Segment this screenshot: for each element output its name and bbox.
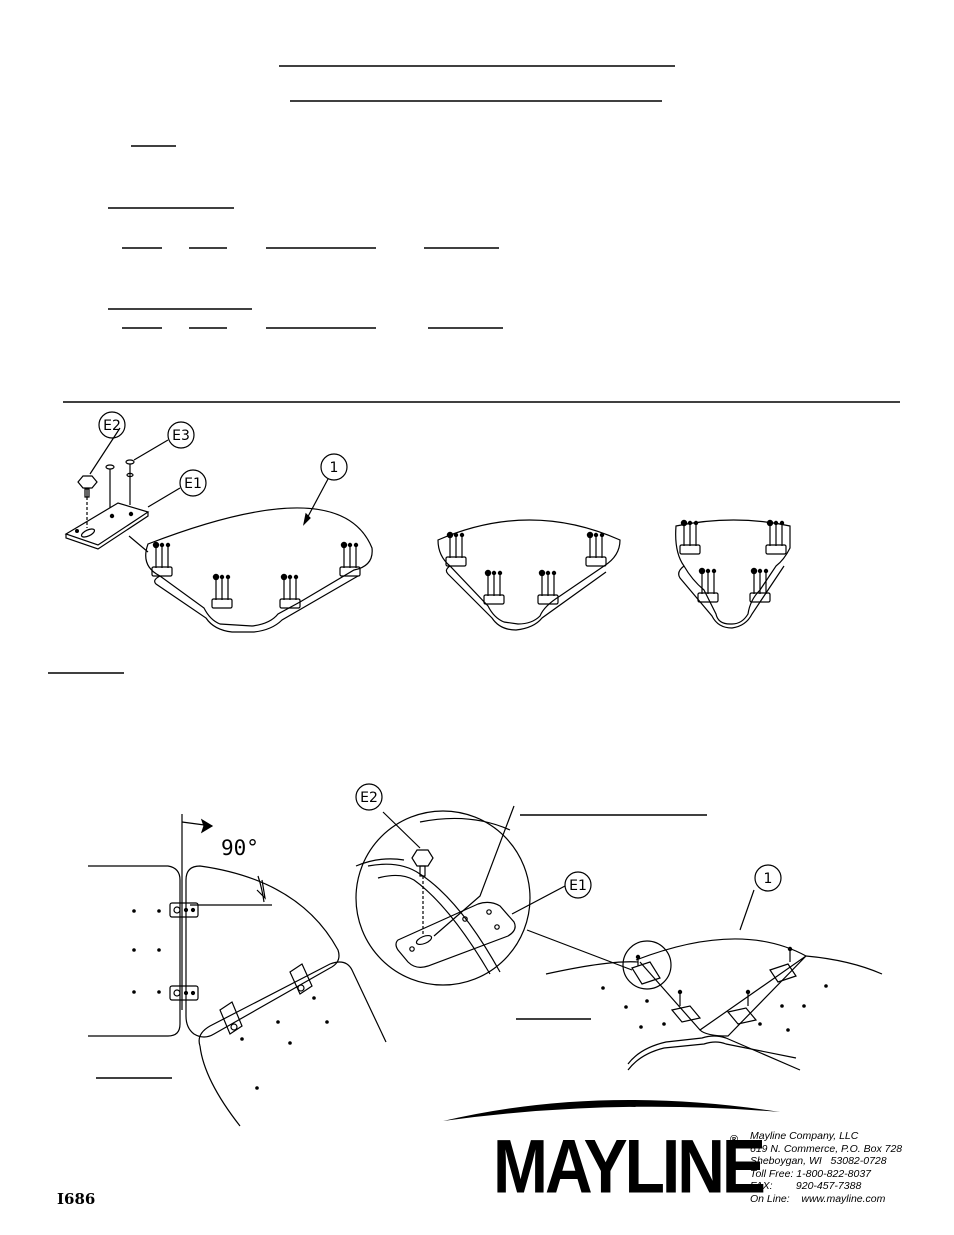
screw-head: [680, 519, 688, 527]
document-number: I686: [57, 1190, 96, 1208]
screw-head: [287, 574, 293, 580]
screw-head: [491, 570, 497, 576]
company-fax: FAX: 920-457-7388: [750, 1180, 862, 1193]
callout-e1-top: E1: [179, 469, 207, 497]
callout-part1-bottom: 1: [754, 864, 782, 892]
brand-logo: MAYLINE: [493, 1123, 766, 1209]
callout-label: E1: [184, 476, 202, 492]
assembly-bottom-right: [545, 889, 883, 1071]
screw-head: [711, 568, 717, 574]
screw-head: [347, 542, 353, 548]
screw-head: [687, 520, 693, 526]
callout-e2-top: E2: [98, 411, 126, 439]
company-contact-block: Mayline Company, LLC 619 N. Commerce, P.…: [750, 1130, 902, 1206]
screw-head: [766, 519, 774, 527]
angle-label: 90°: [221, 836, 259, 860]
screw-head: [763, 568, 769, 574]
callout-e2-detail: E2: [355, 783, 383, 811]
screw-head: [293, 574, 299, 580]
bracket: [483, 594, 505, 605]
screw-head: [593, 532, 599, 538]
company-website: On Line: www.mayline.com: [750, 1192, 886, 1205]
screw-head: [219, 574, 225, 580]
screw-head: [586, 531, 594, 539]
screw-head: [459, 532, 465, 538]
screw-head: [750, 567, 758, 575]
screw-head: [773, 520, 779, 526]
callout-label: 1: [330, 460, 339, 476]
company-name: Mayline Company, LLC: [750, 1130, 859, 1142]
bracket: [679, 544, 701, 555]
company-toll-free: Toll Free: 1-800-822-8037: [750, 1167, 872, 1180]
screw-head: [484, 569, 492, 577]
screw-head: [757, 568, 763, 574]
screw-head: [152, 541, 160, 549]
screw-head: [538, 569, 546, 577]
callout-label: E1: [569, 878, 587, 894]
screw-head: [545, 570, 551, 576]
callout-e3-top: E3: [167, 421, 195, 449]
callout-e1-detail: E1: [564, 871, 592, 899]
ninety-degree-detail: [88, 814, 387, 1127]
corner-worksurface-top: [128, 507, 373, 633]
screw-head: [551, 570, 557, 576]
callout-label: E2: [360, 790, 378, 806]
screw-head: [353, 542, 359, 548]
bracket: [749, 592, 771, 603]
bracket: [211, 598, 233, 609]
callout-label: E3: [172, 428, 190, 444]
screw-head: [497, 570, 503, 576]
exploded-hardware: [64, 427, 181, 550]
bracket: [151, 566, 173, 577]
logo-swoosh: [443, 1099, 780, 1121]
screw-head: [779, 520, 785, 526]
screw-head: [165, 542, 171, 548]
callout-label: 1: [764, 871, 773, 887]
screw-head: [693, 520, 699, 526]
zoom-detail: [355, 805, 633, 986]
screw-head: [599, 532, 605, 538]
screw-head: [280, 573, 288, 581]
bracket: [765, 544, 787, 555]
callout-part1-top: 1: [303, 453, 348, 526]
company-city: Sheboygan, WI 53082-0728: [750, 1155, 887, 1168]
screw-head: [705, 568, 711, 574]
screw-head: [159, 542, 165, 548]
bracket-group-top: [151, 519, 787, 609]
screw-head: [698, 567, 706, 575]
header-rules: [48, 65, 900, 1079]
bracket: [339, 566, 361, 577]
screw-head: [340, 541, 348, 549]
screw-head: [225, 574, 231, 580]
callout-label: E2: [103, 418, 121, 434]
screw-head: [446, 531, 454, 539]
screw-head: [453, 532, 459, 538]
bracket: [585, 556, 607, 567]
registered-mark: ®: [730, 1134, 739, 1146]
screw-head: [212, 573, 220, 581]
company-address: 619 N. Commerce, P.O. Box 728: [750, 1142, 903, 1155]
corner-worksurface-small: [675, 519, 791, 629]
corner-worksurface-middle: [437, 519, 621, 631]
